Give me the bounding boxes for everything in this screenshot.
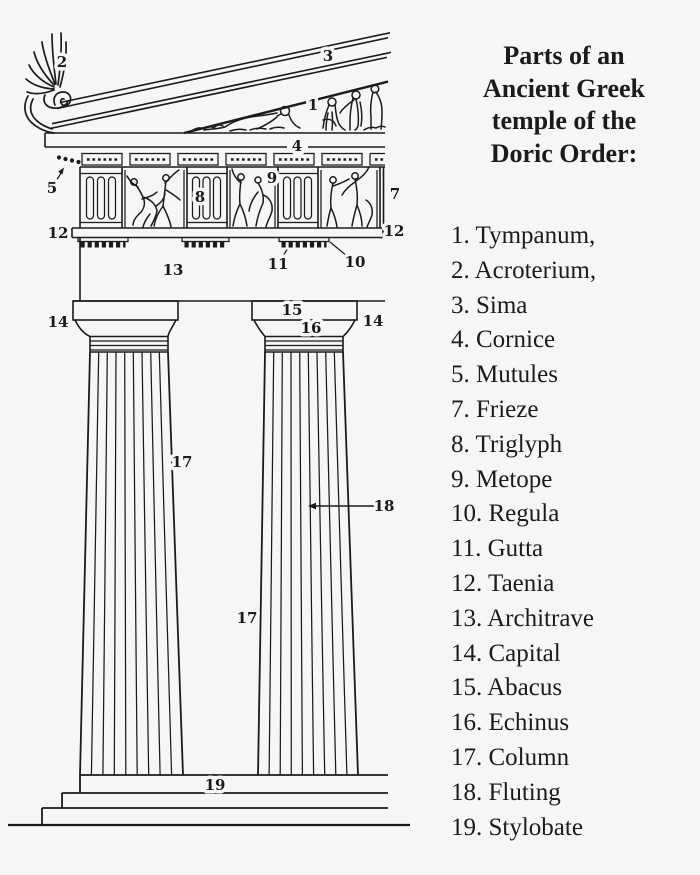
label-metope: 9 [267,169,277,187]
label-cornice: 4 [292,137,302,155]
legend-item: 4. Cornice [451,326,556,354]
tympanum-figures [191,84,386,132]
label-regula: 10 [345,253,366,271]
triglyphs [80,167,378,228]
label-sima: 3 [323,47,333,65]
label-fluting: 18 [374,497,395,515]
label-echinus: 16 [301,319,322,337]
column-left-shaft [79,351,184,776]
legend-item: 5. Mutules [451,361,558,389]
label-frieze: 7 [390,185,400,203]
label-taenia-right: 12 [384,222,405,240]
page-title: Parts of an Ancient Greek temple of the … [432,40,696,170]
label-tympanum: 1 [308,96,318,114]
triglyph-2 [186,167,228,228]
legend-item: 15. Abacus [451,674,563,702]
label-mutules: 5 [47,179,57,197]
legend-item: 18. Fluting [451,778,561,806]
legend-item: 12. Taenia [451,569,555,597]
legend-item: 10. Regula [451,500,560,528]
capital-left [72,300,179,353]
regulae-guttae [77,237,330,248]
label-acroterium: 2 [57,53,67,71]
cornice [44,132,385,165]
label-column-left: 17 [172,453,193,471]
legend-item: 3. Sima [451,291,528,319]
legend-item: 19. Stylobate [451,813,583,841]
metope-figures [126,166,373,228]
title-line: Parts of an [503,41,625,70]
label-gutta: 11 [268,255,289,273]
legend-item: 16. Echinus [451,709,570,737]
stylobate-steps [8,774,410,827]
column-right-shaft [257,351,359,776]
legend-item: 1. Tympanum, [451,222,596,249]
title-line: Ancient Greek [483,73,645,103]
taenia [71,227,384,239]
legend-item: 14. Capital [451,639,561,667]
acroterium-palmette [24,32,72,134]
label-architrave: 13 [163,261,184,279]
legend-item: 17. Column [451,743,570,771]
label-column-right: 17 [237,609,258,627]
leader-lines [55,167,376,510]
triglyph-1 [80,167,123,228]
frieze [79,166,385,228]
title-line: temple of the [491,106,637,135]
label-stylobate: 19 [205,776,226,794]
legend-item: 2. Acroterium, [451,256,597,284]
diagram-labels: 1 2 3 4 5 7 8 9 10 11 12 12 13 14 14 15 … [43,44,408,798]
triglyph-3 [277,167,319,228]
legend-item: 7. Frieze [451,395,539,423]
mutules-row [81,152,385,166]
label-triglyph: 8 [195,188,205,206]
legend-item: 11. Gutta [451,535,544,563]
parts-list: 1. Tympanum, 2. Acroterium, 3. Sima 4. C… [451,219,696,845]
label-capital-left: 14 [48,313,69,331]
legend-item: 8. Triglyph [451,430,563,458]
label-capital-right: 14 [363,312,384,330]
label-abacus: 15 [282,301,303,319]
title-line: Doric Order: [490,138,638,168]
raking-sima [49,32,392,135]
label-taenia-left: 12 [48,224,69,242]
capital-right [251,300,358,353]
legend-item: 9. Metope [451,465,553,493]
temple-diagram: 1 2 3 4 5 7 8 9 10 11 12 12 13 14 14 15 … [8,32,410,827]
legend-item: 13. Architrave [451,604,595,632]
